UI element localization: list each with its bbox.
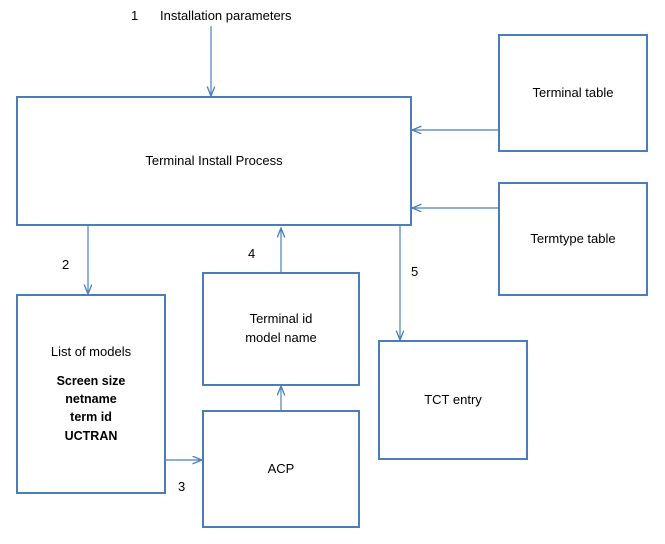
node-list-of-models-line1: Screen size: [56, 374, 126, 389]
node-acp[interactable]: ACP: [202, 410, 360, 528]
marker-2: 2: [62, 257, 70, 272]
node-terminal-id-line1: Terminal id: [249, 311, 313, 327]
node-list-of-models-line4: UCTRAN: [64, 428, 118, 443]
node-tct-entry-label: TCT entry: [424, 391, 482, 407]
node-list-of-models-line2: netname: [65, 392, 117, 407]
node-terminal-table-label: Terminal table: [532, 84, 614, 100]
node-terminal-table[interactable]: Terminal table: [498, 34, 648, 152]
installation-parameters-label: Installation parameters: [160, 8, 292, 23]
node-termtype-table[interactable]: Termtype table: [498, 182, 648, 296]
node-termtype-table-label: Termtype table: [530, 230, 616, 246]
node-terminal-install-process[interactable]: Terminal Install Process: [16, 96, 412, 226]
marker-5: 5: [411, 264, 419, 279]
node-terminal-id-model-name[interactable]: Terminal id model name: [202, 272, 360, 386]
marker-3: 3: [178, 479, 186, 494]
node-terminal-id-line2: model name: [245, 330, 317, 345]
node-terminal-install-process-label: Terminal Install Process: [145, 152, 283, 168]
node-acp-label: ACP: [267, 460, 295, 476]
node-list-of-models[interactable]: List of models Screen size netname term …: [16, 294, 166, 494]
marker-1: 1: [131, 8, 139, 23]
node-tct-entry[interactable]: TCT entry: [378, 340, 528, 460]
node-list-of-models-line3: term id: [70, 410, 112, 425]
node-list-of-models-title: List of models: [50, 344, 132, 360]
marker-4: 4: [248, 246, 256, 261]
